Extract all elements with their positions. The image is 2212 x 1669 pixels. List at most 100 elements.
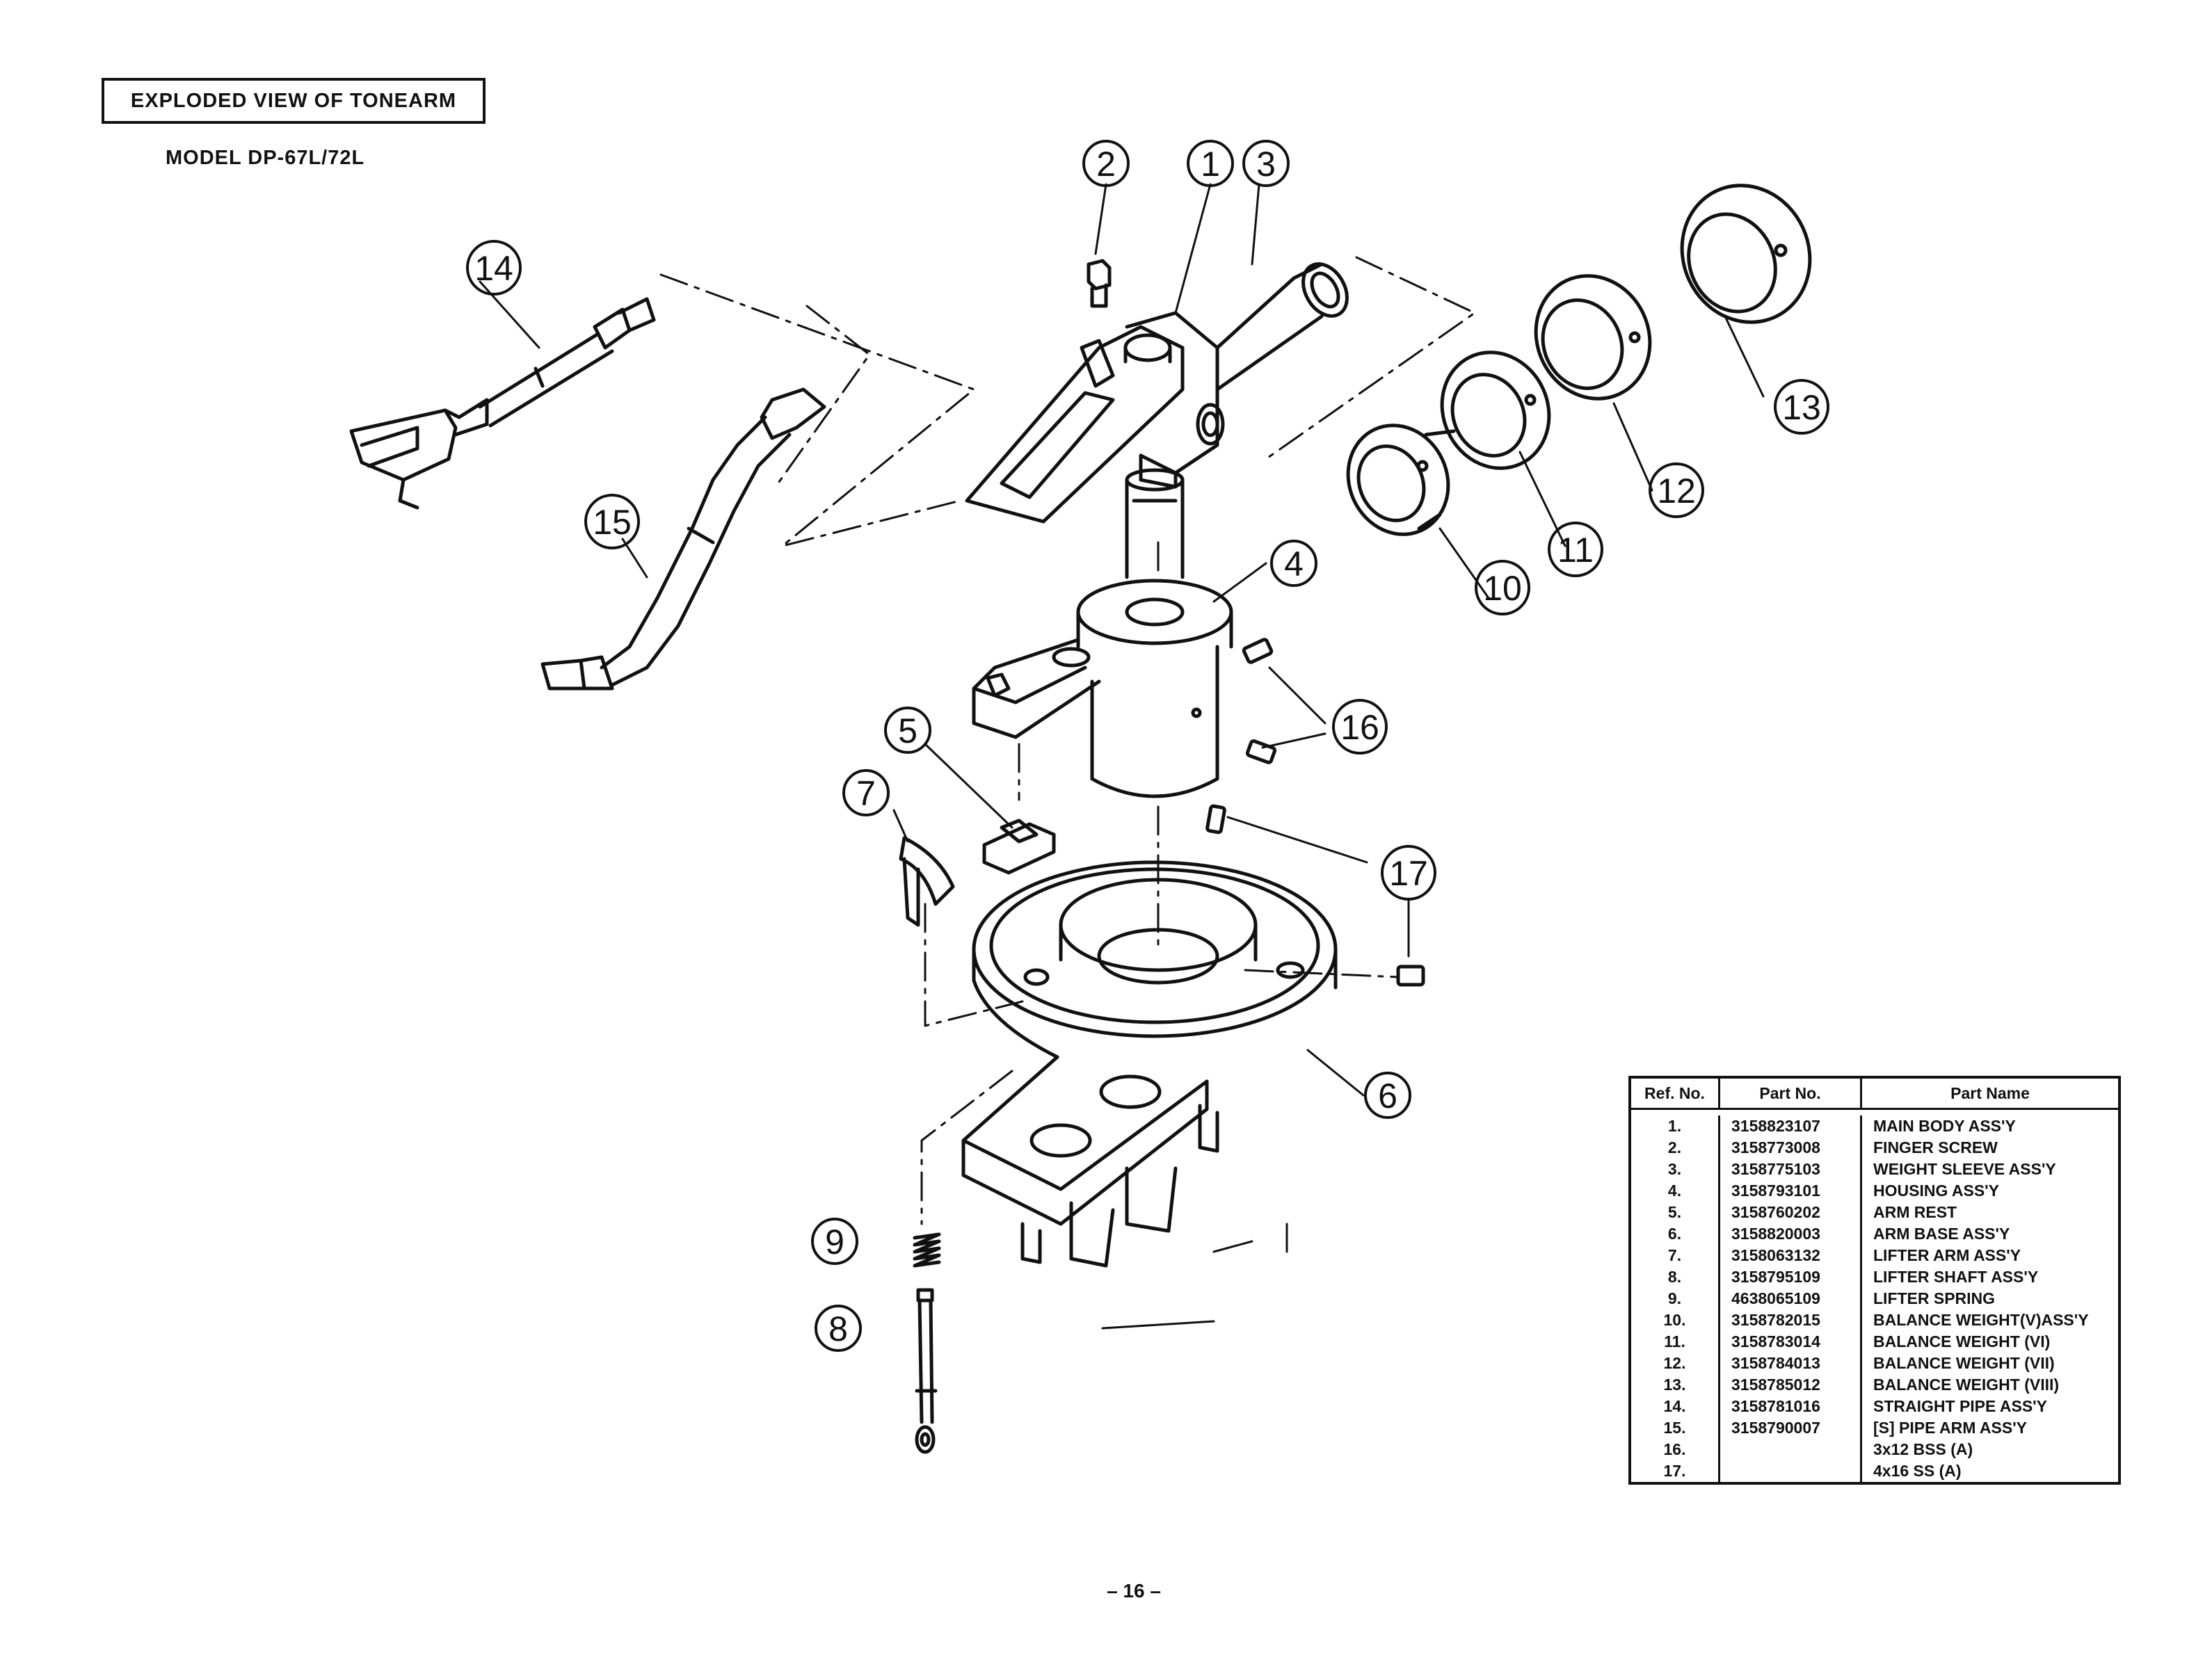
svg-text:3: 3: [1256, 145, 1276, 184]
svg-text:16: 16: [1340, 708, 1379, 747]
balance-weight-10: [1346, 424, 1456, 536]
screw-17-upper: [1205, 804, 1226, 834]
ref-no-cell: 8.: [1667, 1268, 1682, 1286]
part-no-cell: 3158795109: [1731, 1268, 1820, 1286]
ref-no-cell: 16.: [1663, 1440, 1686, 1458]
main-body-assembly: [965, 311, 1225, 579]
svg-text:15: 15: [593, 503, 632, 542]
ref-no-cell: 11.: [1664, 1332, 1685, 1350]
ref-no-cell: 1.: [1667, 1117, 1682, 1135]
assembly-guide-lines: [659, 256, 1476, 1260]
part-name-cell: FINGER SCREW: [1873, 1138, 1998, 1156]
callout-10: 10: [1475, 560, 1530, 615]
part-name-cell: 4x16 SS (A): [1873, 1462, 1962, 1480]
svg-text:6: 6: [1378, 1077, 1397, 1115]
housing-assembly: [972, 579, 1233, 798]
finger-screw: [1087, 259, 1112, 308]
callout-13: 13: [1774, 379, 1829, 435]
parts-list-table: Ref. No. Part No. Part Name 1.2.3.4.5.6.…: [1628, 1076, 2121, 1485]
part-name-cell: BALANCE WEIGHT (VIII): [1873, 1376, 2060, 1394]
part-no-cell: [1731, 1439, 1860, 1460]
callout-7: 7: [842, 769, 890, 816]
part-name-cell: STRAIGHT PIPE ASS'Y: [1873, 1397, 2047, 1415]
callout-2: 2: [1082, 140, 1130, 187]
ref-no-cell: 7.: [1667, 1246, 1682, 1264]
part-name-cell: BALANCE WEIGHT(V)ASS'Y: [1873, 1311, 2089, 1329]
callout-9: 9: [811, 1218, 858, 1265]
arm-base-assembly: [961, 860, 1338, 1268]
straight-pipe-assembly: [349, 297, 656, 510]
callout-4: 4: [1270, 540, 1317, 587]
part-name-cell: HOUSING ASS'Y: [1873, 1182, 1999, 1200]
lifter-shaft: [915, 1288, 938, 1454]
svg-text:10: 10: [1483, 569, 1522, 608]
part-no-cell: 3158760202: [1731, 1203, 1820, 1221]
part-no-cell: 3158782015: [1731, 1311, 1820, 1329]
ref-no-cell: 6.: [1667, 1225, 1682, 1243]
callout-6: 6: [1364, 1072, 1411, 1119]
svg-text:4: 4: [1284, 545, 1304, 583]
part-name-cell: LIFTER SPRING: [1873, 1289, 1996, 1307]
callout-11: 11: [1548, 522, 1603, 577]
screw-16-lower: [1245, 739, 1277, 764]
ref-no-cell: 14.: [1663, 1397, 1686, 1415]
s-pipe-arm-assembly: [540, 387, 826, 691]
callout-1: 1: [1187, 140, 1234, 187]
svg-text:11: 11: [1557, 531, 1594, 570]
part-no-cell: 3158784013: [1731, 1354, 1820, 1372]
callout-5: 5: [884, 707, 931, 754]
svg-text:1: 1: [1201, 145, 1220, 184]
arm-rest: [982, 819, 1056, 875]
part-no-cell: 3158790007: [1731, 1419, 1820, 1437]
callout-15: 15: [584, 494, 640, 549]
ref-no-cell: 4.: [1667, 1182, 1682, 1200]
header-ref-no: Ref. No.: [1631, 1079, 1720, 1108]
ref-no-cell: 5.: [1667, 1203, 1682, 1221]
part-name-cell: ARM REST: [1873, 1203, 1957, 1221]
part-no-cell: 4638065109: [1731, 1289, 1820, 1307]
ref-no-column: 1.2.3.4.5.6.7.8.9.10.11.12.13.14.15.16.1…: [1631, 1115, 1720, 1482]
part-no-cell: 3158823107: [1731, 1117, 1820, 1135]
ref-no-cell: 17.: [1663, 1462, 1686, 1480]
part-name-cell: LIFTER ARM ASS'Y: [1873, 1246, 2021, 1264]
svg-text:13: 13: [1782, 388, 1821, 427]
callout-16: 16: [1332, 699, 1388, 755]
weight-sleeve: [1215, 262, 1349, 392]
table-body: 1.2.3.4.5.6.7.8.9.10.11.12.13.14.15.16.1…: [1631, 1110, 2118, 1482]
ref-no-cell: 13.: [1663, 1376, 1686, 1394]
callout-8: 8: [815, 1305, 862, 1352]
part-no-cell: 3158063132: [1731, 1246, 1820, 1264]
part-name-cell: 3x12 BSS (A): [1873, 1440, 1973, 1458]
screw-17-lower: [1396, 965, 1425, 987]
svg-text:17: 17: [1389, 854, 1428, 893]
part-no-cell: 3158775103: [1731, 1160, 1820, 1178]
part-name-cell: MAIN BODY ASS'Y: [1873, 1117, 2016, 1135]
lifter-arm: [899, 836, 955, 927]
model-label: MODEL DP-67L/72L: [166, 147, 365, 169]
callout-3: 3: [1242, 140, 1290, 187]
header-part-name: Part Name: [1950, 1083, 2030, 1102]
svg-text:12: 12: [1657, 471, 1696, 510]
callout-leader-lines: [479, 183, 1765, 1330]
header-part-no: Part No.: [1720, 1079, 1862, 1108]
svg-text:7: 7: [856, 774, 876, 813]
balance-weight-11: [1440, 350, 1551, 470]
svg-text:5: 5: [898, 711, 917, 750]
ref-no-cell: 10.: [1663, 1311, 1686, 1329]
callout-17: 17: [1381, 845, 1436, 901]
part-no-cell: 3158820003: [1731, 1225, 1820, 1243]
ref-no-cell: 9.: [1667, 1289, 1682, 1307]
part-no-cell: 3158785012: [1731, 1376, 1820, 1394]
part-no-cell: [1731, 1460, 1860, 1482]
part-no-cell: 3158781016: [1731, 1397, 1820, 1415]
svg-text:2: 2: [1096, 145, 1116, 184]
svg-text:8: 8: [828, 1309, 848, 1348]
part-no-cell: 3158793101: [1731, 1182, 1820, 1200]
page-number: – 16 –: [1107, 1580, 1161, 1602]
balance-weight-13: [1680, 184, 1812, 324]
lifter-spring: [913, 1232, 941, 1268]
part-no-cell: 3158773008: [1731, 1138, 1820, 1156]
